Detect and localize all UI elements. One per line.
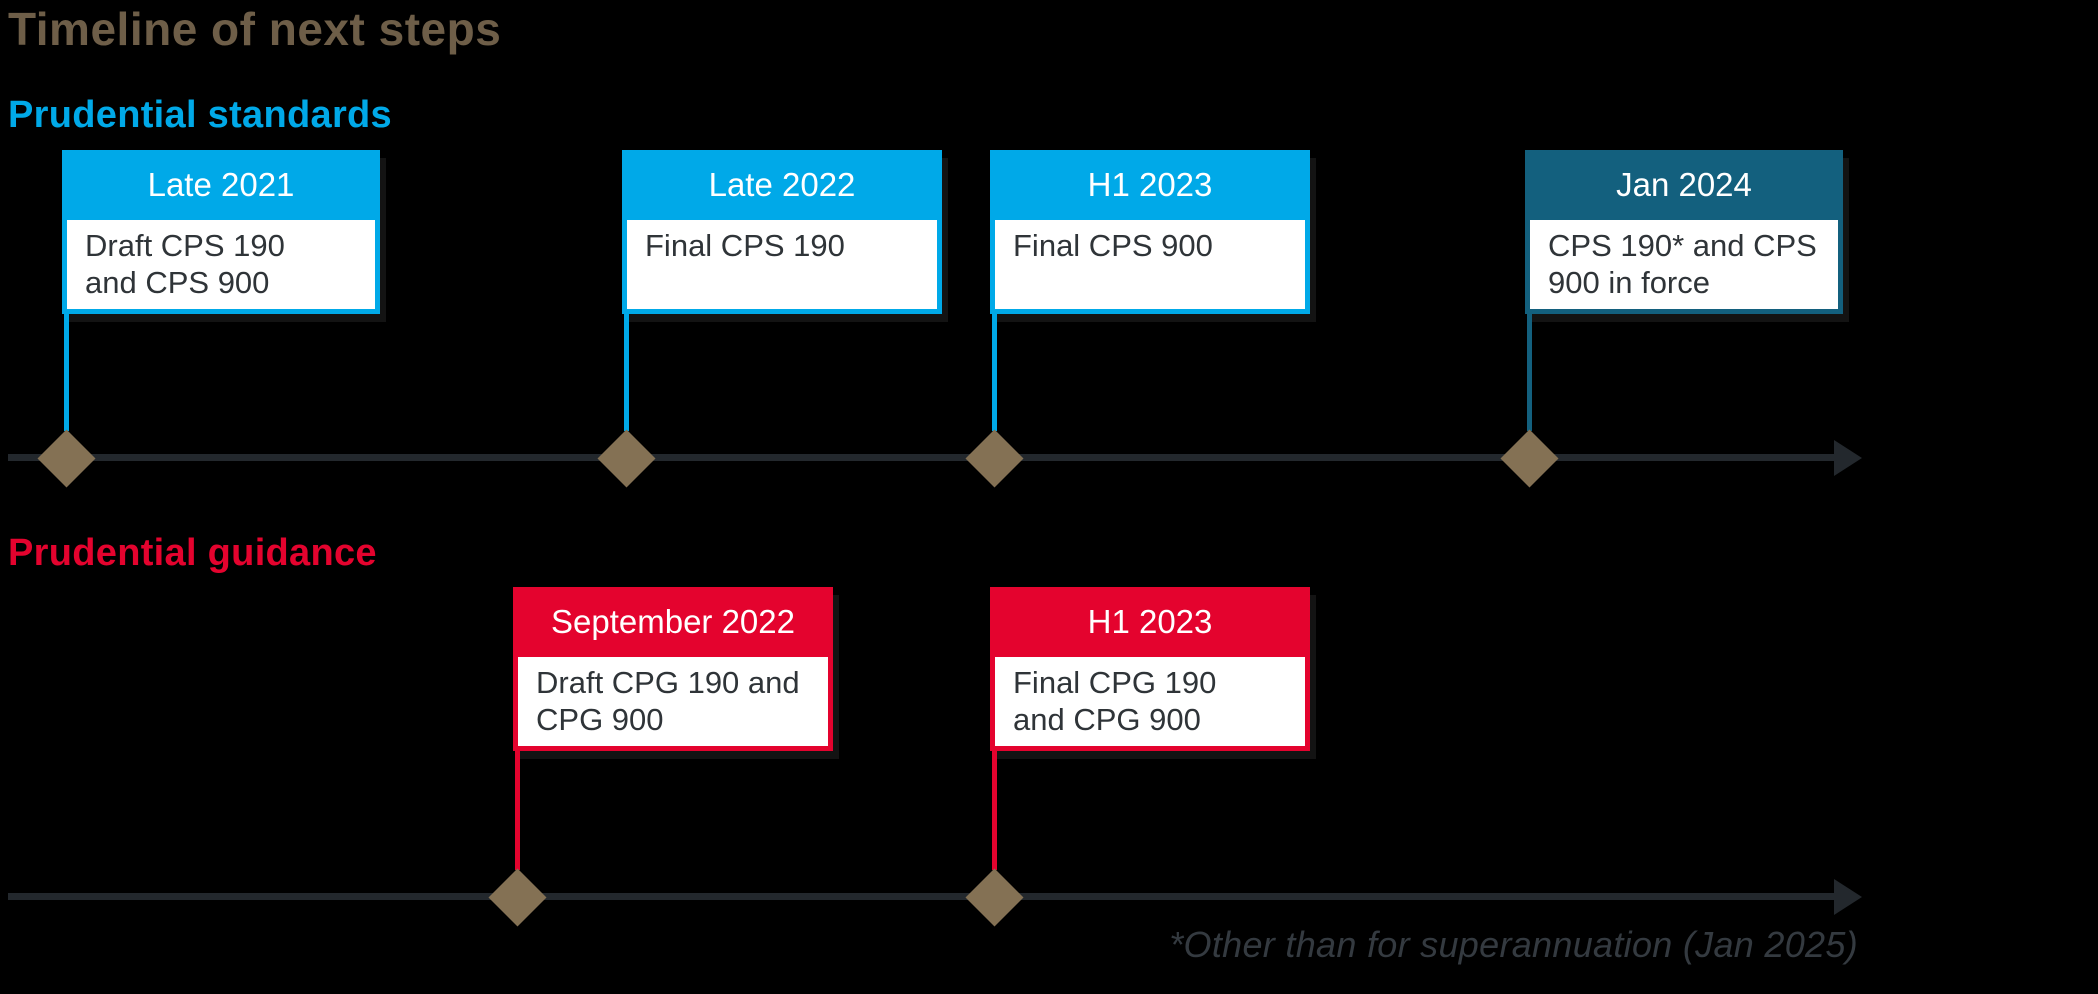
footnote: *Other than for superannuation (Jan 2025… xyxy=(1169,924,1858,965)
axis-line xyxy=(8,893,1836,900)
connector-line xyxy=(624,314,629,431)
milestone-date: Late 2022 xyxy=(708,166,856,203)
milestone-date: Jan 2024 xyxy=(1616,166,1752,203)
connector-line xyxy=(1527,314,1532,431)
connector-line xyxy=(64,314,69,431)
milestone-description: Draft CPG 190 and CPG 900 xyxy=(518,657,828,746)
milestone-date: H1 2023 xyxy=(1087,603,1213,640)
milestone-description: CPS 190* and CPS 900 in force xyxy=(1530,220,1838,309)
milestone-date: Late 2021 xyxy=(147,166,295,203)
milestone-description: Final CPG 190 and CPG 900 xyxy=(995,657,1305,746)
connector-line xyxy=(515,751,520,870)
axis-line xyxy=(8,454,1836,461)
milestone-date: H1 2023 xyxy=(1087,166,1213,203)
page-title: Timeline of next steps xyxy=(8,3,502,55)
connector-line xyxy=(992,314,997,431)
milestone-date: September 2022 xyxy=(550,603,795,640)
axis-arrowhead-icon xyxy=(1834,440,1862,476)
milestone-description: Final CPS 190 xyxy=(627,220,937,309)
connector-line xyxy=(992,751,997,870)
section-heading-guidance: Prudential guidance xyxy=(8,532,377,574)
axis-arrowhead-icon xyxy=(1834,879,1862,915)
section-heading-standards: Prudential standards xyxy=(8,94,392,136)
milestone-diamond xyxy=(488,868,547,926)
milestone-diamond xyxy=(965,868,1024,926)
milestone-description: Draft CPS 190 and CPS 900 xyxy=(67,220,375,309)
milestone-description: Final CPS 900 xyxy=(995,220,1305,309)
